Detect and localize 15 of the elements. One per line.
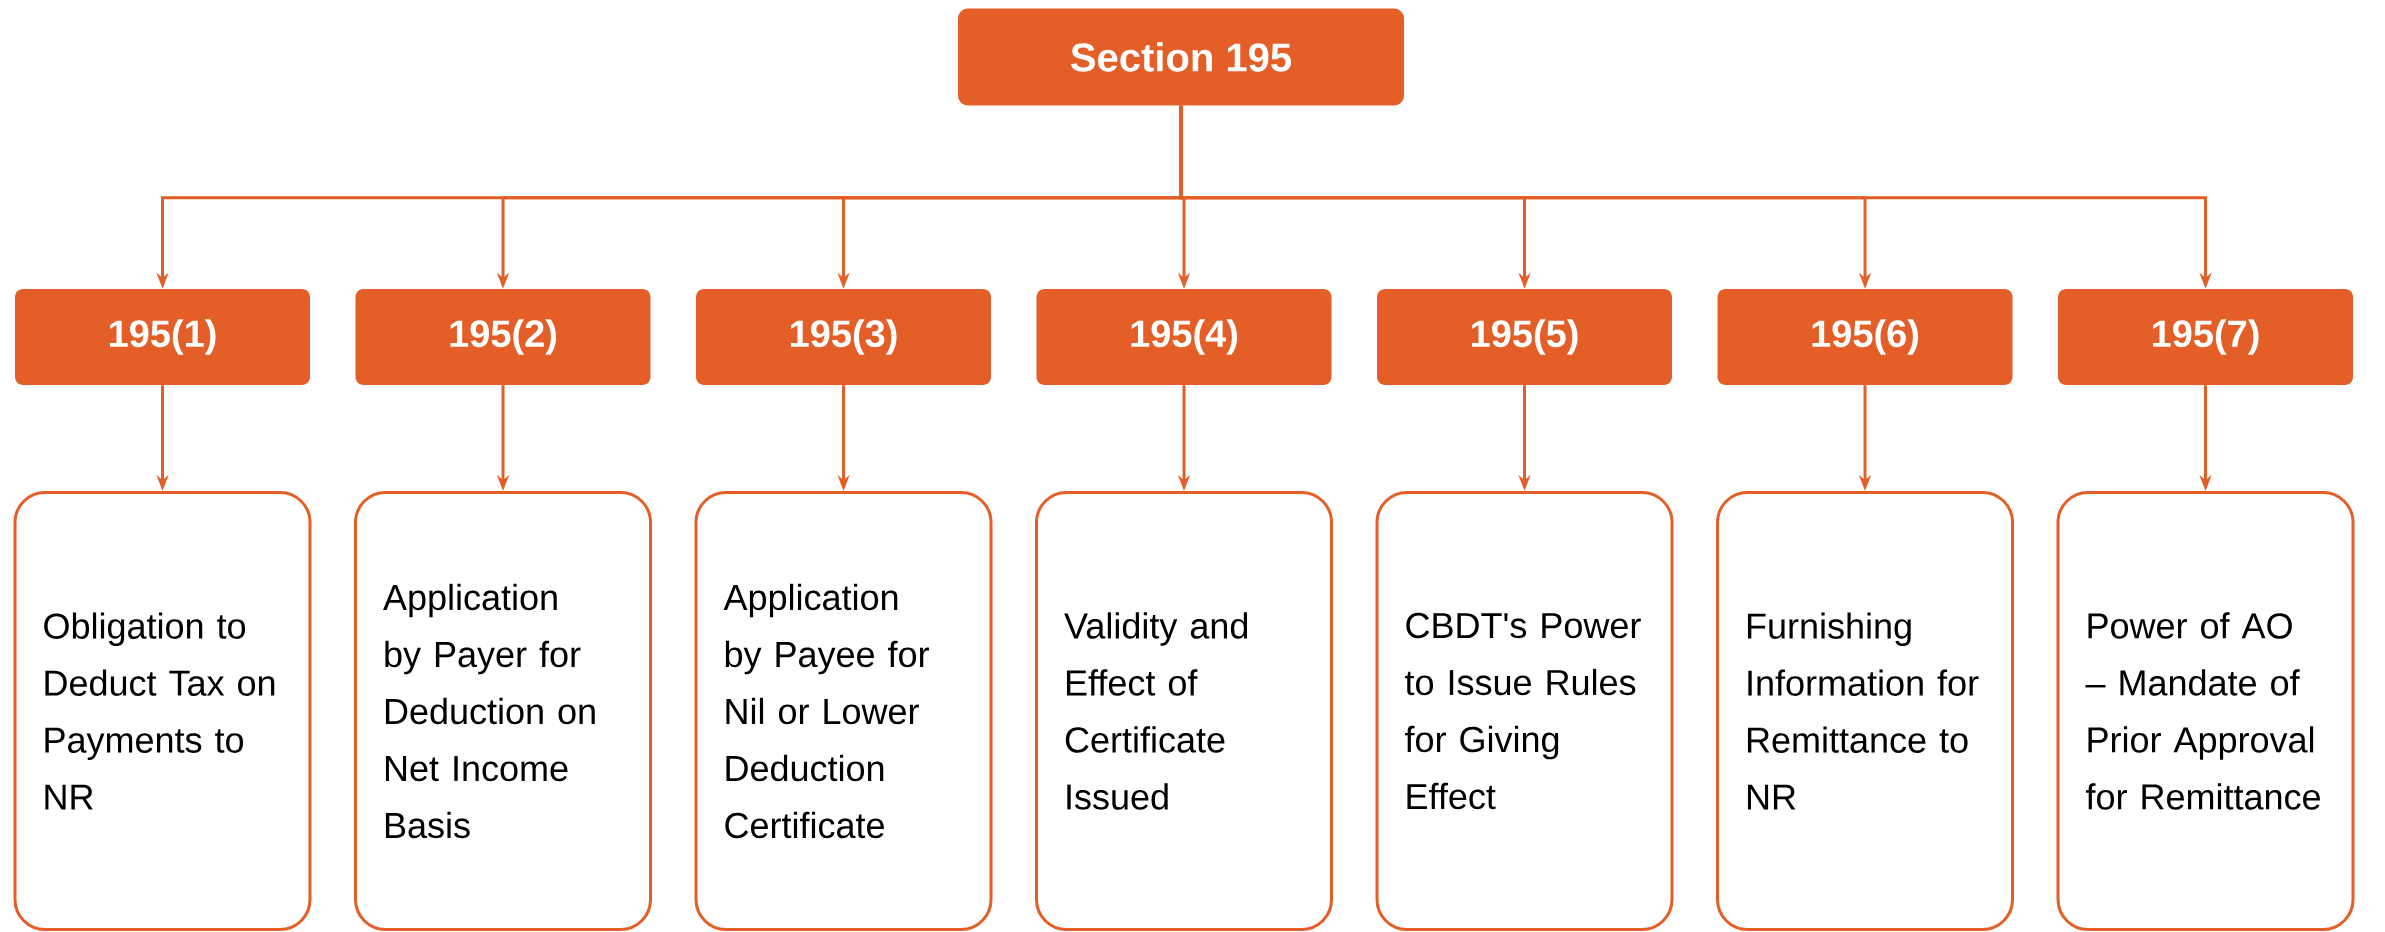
subsection-box: 195(4) <box>1036 289 1332 385</box>
description-box: Validity and Effect of Certificate Issued <box>1035 491 1333 931</box>
subsection-box: 195(3) <box>696 289 991 385</box>
description-box: Furnishing Information for Remittance to NR <box>1716 491 2014 931</box>
subsection-box: 195(1) <box>15 289 310 385</box>
description-box: Application by Payer for Deduction on Net Income Basis <box>354 491 652 931</box>
subsection-box: 195(7) <box>2058 289 2354 385</box>
description-box: CBDT's Power to Issue Rules for Giving Effect <box>1375 491 1674 931</box>
description-box: Obligation to Deduct Tax on Payments to NR <box>13 491 312 931</box>
description-box: Application by Payee for Nil or Lower Deduction Certificate <box>694 491 993 931</box>
description-box: Power of AO – Mandate of Prior Approval for Remittance <box>2056 491 2355 931</box>
section-box: Section 195 <box>958 8 1404 106</box>
subsection-box: 195(6) <box>1717 289 2013 385</box>
subsection-box: 195(5) <box>1377 289 1672 385</box>
subsection-box: 195(2) <box>355 289 651 385</box>
